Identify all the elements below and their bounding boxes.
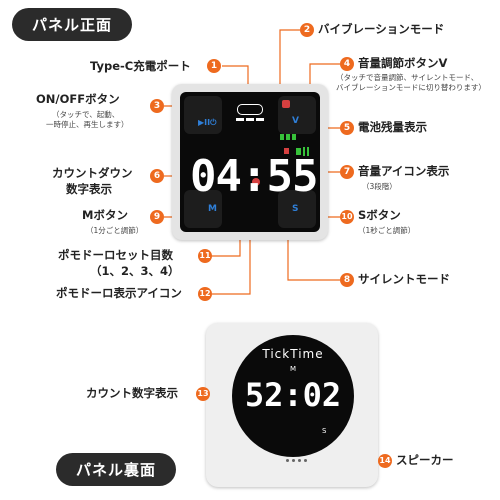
label-count-display: カウント数字表示 [86,386,178,400]
label-battery: 電池残量表示 [358,120,427,134]
badge-7: 7 [340,165,354,179]
brand-logo: TickTime [262,347,324,361]
battery-icon [280,134,298,140]
volume-button-label: V [292,116,299,126]
note-s-button: （1秒ごと調節） [358,226,416,235]
countdown-display: 04:55 [190,151,318,202]
note-volume-icon: （3段階） [362,182,397,191]
m-button[interactable] [184,190,222,228]
label-pomodoro-sets-2: （1、2、3、4） [90,264,180,278]
pomodoro-set-indicator [236,118,264,121]
badge-9: 9 [150,210,164,224]
note-m-button: （1分ごと調節） [86,226,144,235]
timer-back-panel: TickTime M 52:02 S [206,323,378,487]
back-s-label: S [322,427,327,435]
label-silent-mode: サイレントモード [358,272,450,286]
on-off-button[interactable] [184,96,222,134]
s-button[interactable] [278,190,316,228]
label-volume-button: 音量調節ボタンV [358,56,448,70]
speaker-holes [286,459,310,463]
badge-1: 1 [207,59,221,73]
badge-13: 13 [196,387,210,401]
badge-11: 11 [198,249,212,263]
badge-8: 8 [340,273,354,287]
count-display: 52:02 [244,376,342,414]
badge-6: 6 [150,169,164,183]
label-volume-icon: 音量アイコン表示 [358,164,450,178]
badge-14: 14 [378,454,392,468]
note-volume-1: （タッチで音量調節、サイレントモード、 [336,73,479,82]
badge-10: 10 [340,210,354,224]
label-vibration-mode: バイブレーションモード [318,22,445,36]
badge-2: 2 [300,23,314,37]
section-title-back: パネル裏面 [56,453,177,486]
label-countdown-2: 数字表示 [66,182,112,196]
label-countdown: カウントダウン [52,166,133,180]
s-button-label: S [292,204,299,214]
label-s-button: Sボタン [358,208,401,222]
vibration-icon [282,100,290,108]
badge-5: 5 [340,121,354,135]
m-button-label: M [208,204,217,214]
note-volume-2: バイブレーションモードに切り替わります） [336,83,486,92]
section-title-front: パネル正面 [12,8,133,41]
volume-level-icon [296,147,314,156]
silent-mode-icon [284,148,289,154]
label-on-off-button: ON/OFFボタン [36,92,120,106]
note-on-off-1: （タッチで、起動、 [52,110,120,119]
badge-12: 12 [198,287,212,301]
label-pomodoro-icon: ポモドーロ表示アイコン [56,286,182,300]
back-display: TickTime M 52:02 S [232,335,354,457]
label-type-c-port: Type-C充電ポート [90,59,191,73]
label-pomodoro-sets: ポモドーロセット目数 [58,248,173,262]
note-on-off-2: 一時停止、再生します） [46,120,129,129]
pomodoro-icon [252,178,260,186]
label-speaker: スピーカー [396,453,454,467]
badge-3: 3 [150,99,164,113]
type-c-port-icon [237,104,263,115]
front-screen: ▶II⏻ V M S 04:55 [180,92,320,232]
timer-front-panel: ▶II⏻ V M S 04:55 [172,84,328,240]
back-m-label: M [290,365,297,373]
label-m-button: Mボタン [82,208,128,222]
badge-4: 4 [340,57,354,71]
play-pause-power-icon: ▶II⏻ [198,118,217,127]
